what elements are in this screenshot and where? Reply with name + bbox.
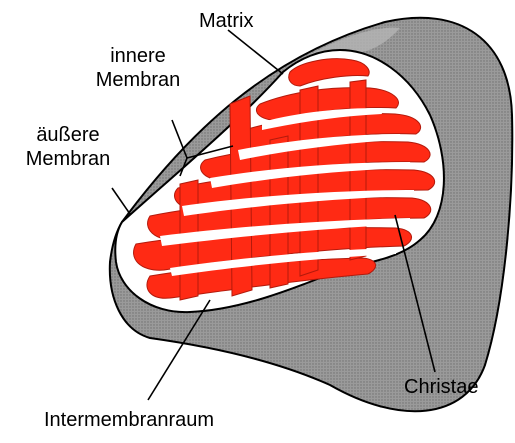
label-intermembrane-space: Intermembranraum [44, 408, 214, 432]
label-inner-membrane-line2: Membran [68, 68, 208, 92]
label-outer-membrane: äußere Membran [8, 123, 128, 171]
label-matrix: Matrix [199, 9, 253, 33]
label-outer-membrane-line1: äußere [8, 123, 128, 147]
label-outer-membrane-line2: Membran [8, 147, 128, 171]
label-inner-membrane-line1: innere [68, 44, 208, 68]
label-inner-membrane: innere Membran [68, 44, 208, 92]
label-christae: Christae [404, 375, 478, 399]
